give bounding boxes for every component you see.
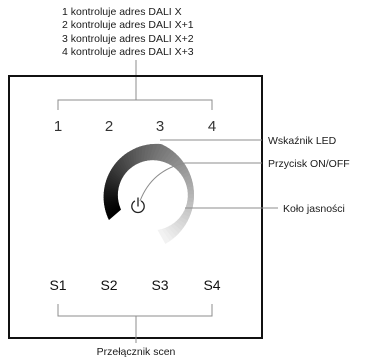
scene-callout: Przełącznik scen	[97, 346, 176, 358]
address-note-1: 1 kontroluje adres DALI X	[62, 6, 182, 18]
address-note-3: 3 kontroluje adres DALI X+2	[62, 33, 194, 45]
wheel-segment	[138, 195, 193, 212]
wheel-segment	[138, 195, 194, 204]
wheel-segment	[131, 143, 138, 195]
channel-label-1[interactable]: 1	[54, 118, 62, 135]
wheel-segment	[138, 168, 190, 195]
led-callout: Wskaźnik LED	[268, 135, 337, 147]
wheel-segment	[138, 178, 193, 195]
address-note-4: 4 kontroluje adres DALI X+3	[62, 46, 194, 58]
wheel-segment	[138, 194, 194, 200]
wheel-segment	[138, 190, 194, 196]
scene-button-1[interactable]: S1	[49, 277, 66, 293]
wheel-segment	[138, 195, 194, 208]
scene-button-3[interactable]: S3	[151, 277, 168, 293]
channel-label-2[interactable]: 2	[105, 118, 113, 135]
wheel-segment	[138, 195, 177, 240]
wheel-segment	[138, 171, 191, 195]
channel-label-4[interactable]: 4	[208, 118, 216, 135]
onoff-leader	[139, 162, 262, 202]
power-icon[interactable]	[131, 197, 145, 214]
channel-bracket	[57, 99, 213, 110]
onoff-callout: Przycisk ON/OFF	[268, 158, 350, 170]
wheel-segment	[138, 195, 186, 229]
scene-bracket	[57, 304, 213, 317]
channel-label-3[interactable]: 3	[156, 118, 164, 135]
brightness-wheel[interactable]	[82, 139, 194, 244]
wheel-segment	[138, 158, 184, 195]
address-note-2: 2 kontroluje adres DALI X+1	[62, 19, 194, 31]
scene-button-4[interactable]: S4	[203, 277, 220, 293]
wheel-segment	[138, 175, 193, 195]
wheel-segment	[138, 155, 182, 195]
scene-button-2[interactable]: S2	[100, 277, 117, 293]
panel-outline	[8, 75, 263, 339]
wheel-segment	[138, 195, 184, 232]
wheel-callout: Koło jasności	[283, 203, 345, 215]
wheel-segment	[138, 195, 182, 235]
